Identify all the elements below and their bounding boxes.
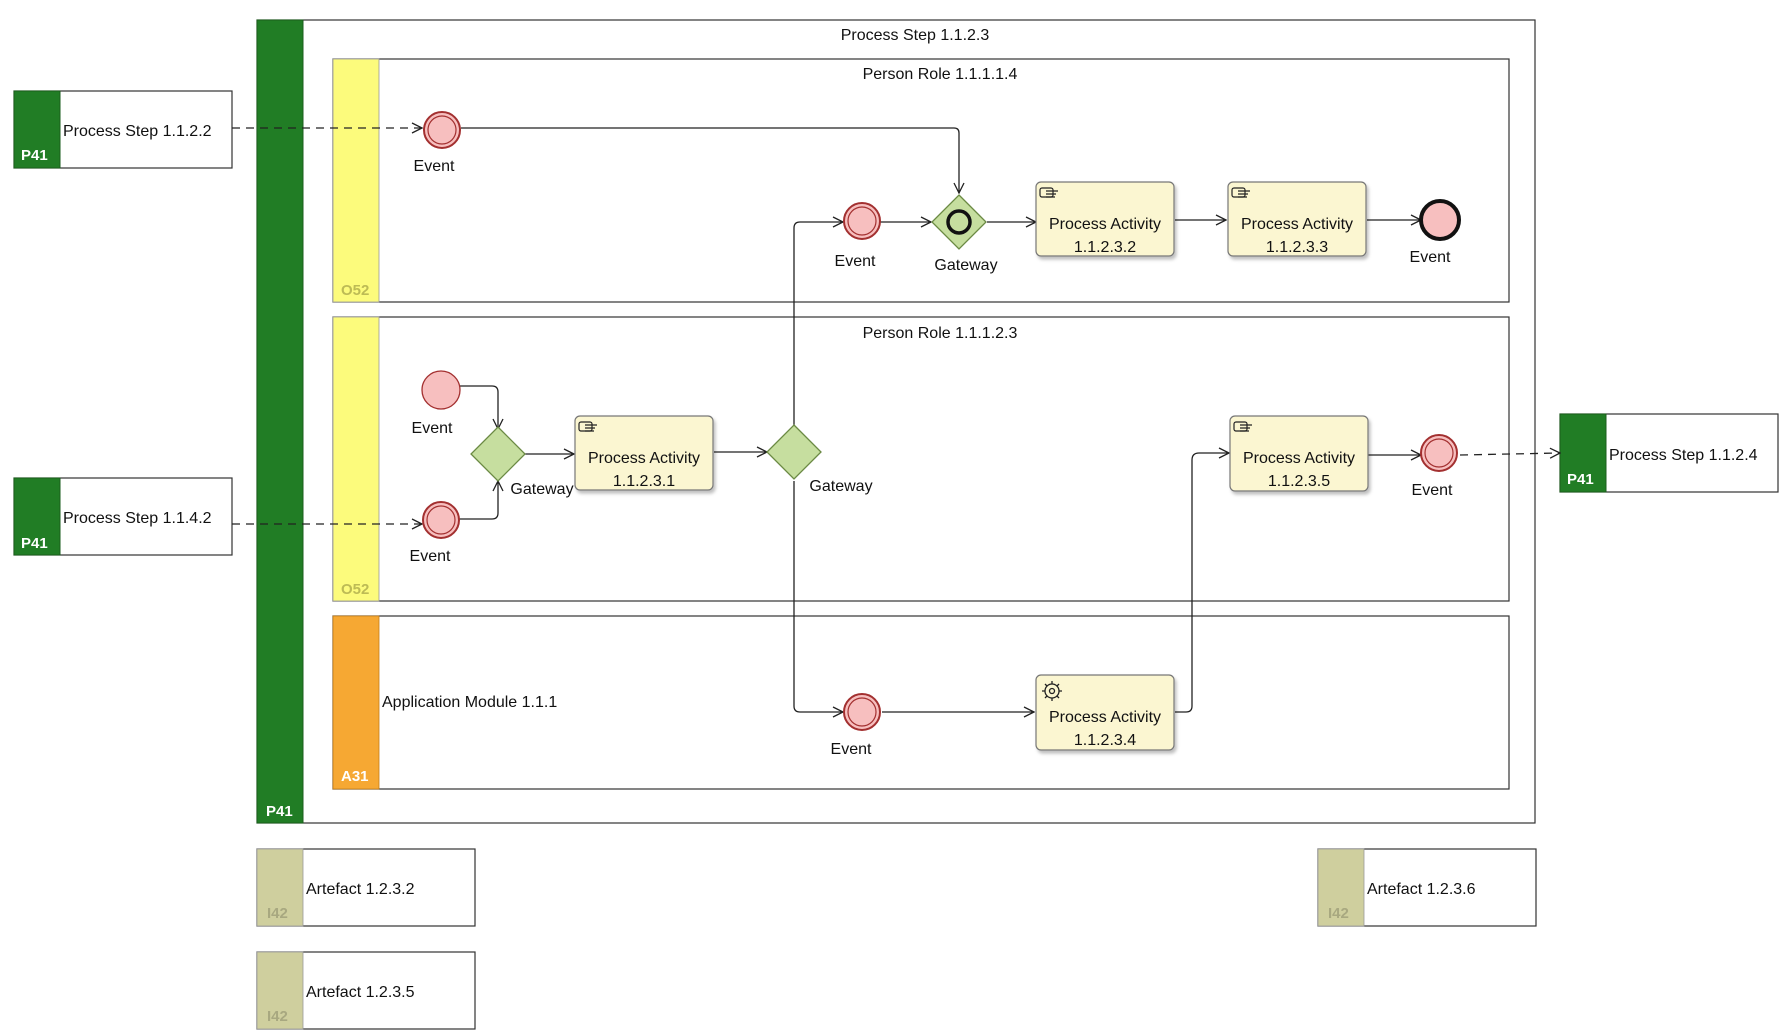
gateway-label: Gateway	[510, 481, 573, 498]
external-step-label: Process Step 1.1.2.2	[63, 123, 212, 140]
activity-id: 1.1.2.3.3	[1266, 239, 1328, 256]
event-label: Event	[410, 548, 451, 565]
artefact-code: I42	[1328, 905, 1349, 922]
activity-label: Process Activity	[1049, 709, 1161, 726]
hand-icon	[1233, 421, 1252, 432]
gateway[interactable]: Gateway	[470, 426, 574, 498]
process-activity[interactable]: Process Activity 1.1.2.3.4	[1035, 674, 1175, 751]
event[interactable]: Event	[1412, 434, 1458, 499]
external-step-1-1-4-2[interactable]: P41 Process Step 1.1.4.2	[13, 477, 233, 556]
hand-icon	[1231, 187, 1250, 198]
gateway[interactable]: Gateway	[766, 424, 873, 495]
artefact-1-2-3-2[interactable]: I42 Artefact 1.2.3.2	[256, 848, 476, 927]
event-label: Event	[414, 158, 455, 175]
lane-title: Application Module 1.1.1	[382, 694, 557, 711]
lane-code: O52	[341, 282, 369, 299]
process-step-color-bar	[256, 19, 304, 824]
lane-title: Person Role 1.1.1.1.4	[863, 66, 1018, 83]
sequence-flow	[1175, 453, 1229, 713]
hand-icon	[1039, 187, 1058, 198]
external-step-code: P41	[21, 535, 48, 552]
artefact-color-bar	[1317, 848, 1365, 927]
activity-id: 1.1.2.3.5	[1268, 473, 1330, 490]
process-step-code: P41	[266, 803, 293, 820]
artefact-color-bar	[256, 951, 304, 1030]
gateway-intermediate-event[interactable]: Gateway	[931, 194, 998, 274]
artefact-label: Artefact 1.2.3.2	[306, 881, 415, 898]
activity-label: Process Activity	[1241, 216, 1353, 233]
process-activity[interactable]: Process Activity 1.1.2.3.2	[1035, 181, 1175, 257]
message-flow	[1459, 453, 1560, 455]
lane-code: A31	[341, 768, 369, 785]
event-label: Event	[1412, 482, 1453, 499]
artefact-code: I42	[267, 1008, 288, 1025]
sequence-flow	[461, 127, 959, 193]
event-label: Event	[1410, 249, 1451, 266]
event[interactable]: Event	[414, 111, 461, 175]
artefact-1-2-3-6[interactable]: I42 Artefact 1.2.3.6	[1317, 848, 1537, 927]
service-gear-icon	[1042, 681, 1062, 701]
artefact-label: Artefact 1.2.3.6	[1367, 881, 1476, 898]
lane-person-role-1[interactable]: O52 Person Role 1.1.1.1.4	[332, 58, 1510, 303]
connectors	[232, 128, 1560, 712]
end-event[interactable]: Event	[1410, 199, 1461, 266]
lane-application-module[interactable]: A31 Application Module 1.1.1	[332, 615, 1510, 790]
external-step-color-bar	[1559, 413, 1607, 493]
external-step-code: P41	[1567, 471, 1594, 488]
lane-color-bar	[332, 316, 380, 602]
lane-title: Person Role 1.1.1.2.3	[863, 325, 1018, 342]
artefact-code: I42	[267, 905, 288, 922]
event[interactable]: Event	[835, 202, 881, 270]
sequence-flow	[459, 385, 498, 429]
event-label: Event	[835, 253, 876, 270]
external-step-color-bar	[13, 90, 61, 169]
sequence-flow	[793, 222, 843, 428]
artefact-label: Artefact 1.2.3.5	[306, 984, 415, 1001]
event-label: Event	[412, 420, 453, 437]
activity-label: Process Activity	[588, 450, 700, 467]
gateway-label: Gateway	[809, 478, 872, 495]
sequence-flow	[793, 481, 843, 712]
process-activity[interactable]: Process Activity 1.1.2.3.1	[574, 415, 714, 491]
activity-label: Process Activity	[1049, 216, 1161, 233]
activity-id: 1.1.2.3.4	[1074, 732, 1136, 749]
gateway-label: Gateway	[934, 257, 997, 274]
lane-color-bar	[332, 615, 380, 790]
event[interactable]: Event	[831, 693, 881, 758]
external-step-1-1-2-2[interactable]: P41 Process Step 1.1.2.2	[13, 90, 233, 169]
event[interactable]: Event	[412, 370, 461, 437]
external-step-1-1-2-4[interactable]: P41 Process Step 1.1.2.4	[1559, 413, 1779, 493]
activity-id: 1.1.2.3.1	[613, 473, 675, 490]
process-step-title: Process Step 1.1.2.3	[841, 27, 990, 44]
process-activity[interactable]: Process Activity 1.1.2.3.3	[1227, 181, 1367, 257]
external-step-color-bar	[13, 477, 61, 556]
external-step-code: P41	[21, 147, 48, 164]
event-label: Event	[831, 741, 872, 758]
lane-color-bar	[332, 58, 380, 303]
activity-label: Process Activity	[1243, 450, 1355, 467]
process-activity[interactable]: Process Activity 1.1.2.3.5	[1229, 415, 1369, 492]
artefact-color-bar	[256, 848, 304, 927]
event[interactable]: Event	[410, 501, 460, 565]
lane-code: O52	[341, 581, 369, 598]
artefact-1-2-3-5[interactable]: I42 Artefact 1.2.3.5	[256, 951, 476, 1030]
external-step-label: Process Step 1.1.4.2	[63, 510, 212, 527]
sequence-flow	[459, 481, 498, 520]
external-step-label: Process Step 1.1.2.4	[1609, 447, 1758, 464]
activity-id: 1.1.2.3.2	[1074, 239, 1136, 256]
hand-icon	[578, 421, 597, 432]
